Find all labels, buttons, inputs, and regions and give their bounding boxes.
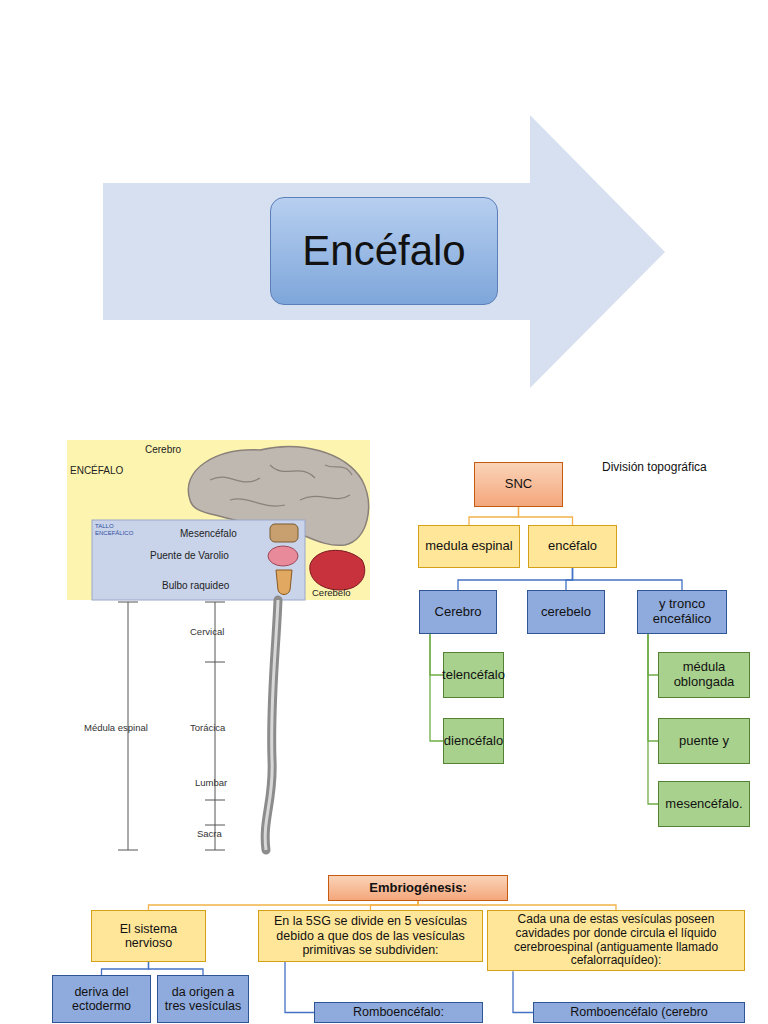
part-label: Torácica bbox=[190, 723, 225, 733]
title-box: Encéfalo bbox=[270, 197, 498, 305]
subpart-box: puente y bbox=[658, 718, 750, 764]
part-box: da origen a tres vesículas bbox=[157, 975, 249, 1023]
node-text: da origen a tres vesículas bbox=[161, 985, 245, 1014]
node-text: Romboencéfalo: bbox=[353, 1005, 444, 1019]
connector-line bbox=[566, 568, 573, 590]
branch-box: En la 5SG se divide en 5 vesículas debid… bbox=[258, 910, 483, 962]
branch-box: Cada una de estas vesículas poseen cavid… bbox=[487, 910, 745, 971]
part-label: Lumbar bbox=[195, 778, 227, 788]
node-text: cerebelo bbox=[541, 605, 591, 620]
node-text: puente y bbox=[679, 734, 729, 749]
root-box: SNC bbox=[474, 462, 563, 507]
node-text: encéfalo bbox=[548, 539, 597, 554]
part-box: y tronco encefálico bbox=[637, 590, 727, 634]
cerebellum-drawing bbox=[310, 550, 365, 590]
part-box: deriva del ectodermo bbox=[52, 975, 151, 1023]
connector-line bbox=[648, 634, 658, 804]
connector-line bbox=[573, 568, 683, 590]
subpart-box: mesencéfalo. bbox=[658, 781, 750, 827]
node-text: Embriogénesis: bbox=[369, 881, 467, 896]
node-text: y tronco encefálico bbox=[641, 597, 723, 627]
spinal-cord-highlight bbox=[265, 600, 278, 850]
node-text: telencéfalo bbox=[442, 668, 505, 683]
connector-line bbox=[149, 962, 204, 975]
node-text: diencéfalo bbox=[444, 734, 503, 749]
brainstem-panel bbox=[92, 520, 305, 600]
connector-line bbox=[418, 901, 616, 910]
medulla-icon bbox=[276, 570, 292, 595]
connector-line bbox=[149, 901, 419, 910]
node-text: El sistema nervioso bbox=[95, 922, 202, 951]
connector-line bbox=[285, 962, 314, 1013]
background-arrow bbox=[103, 115, 665, 388]
part-box: Cerebro bbox=[419, 590, 497, 634]
node-text: Encéfalo bbox=[302, 227, 465, 275]
part-label: Cerebelo bbox=[312, 588, 351, 598]
connector-line bbox=[430, 634, 443, 741]
branch-box: medula espinal bbox=[418, 525, 520, 568]
branch-box: encéfalo bbox=[528, 525, 617, 568]
illustration-panel bbox=[67, 440, 370, 600]
node-text: deriva del ectodermo bbox=[56, 985, 147, 1014]
mesencephalon-icon bbox=[270, 524, 298, 542]
branch-box: El sistema nervioso bbox=[91, 910, 206, 962]
part-box: cerebelo bbox=[527, 590, 605, 634]
part-label: División topográfica bbox=[602, 461, 707, 474]
pons-icon bbox=[268, 546, 298, 566]
node-text: médula oblongada bbox=[662, 660, 746, 690]
part-label: Bulbo raquideo bbox=[162, 580, 229, 591]
part-label: Sacra bbox=[197, 829, 222, 839]
root-box: Embriogénesis: bbox=[328, 875, 508, 901]
node-text: Cada una de estas vesículas poseen cavid… bbox=[491, 913, 741, 968]
brain-gyri bbox=[210, 465, 352, 506]
subpart-box: diencéfalo bbox=[443, 718, 504, 764]
connector-line bbox=[648, 634, 658, 741]
connector-line bbox=[102, 962, 149, 975]
node-text: Cerebro bbox=[435, 605, 482, 620]
subpart-box: telencéfalo bbox=[443, 652, 504, 698]
spinal-cord bbox=[265, 600, 278, 850]
part-label: TALLO ENCEFÁLICO bbox=[95, 523, 135, 536]
node-text: En la 5SG se divide en 5 vesículas debid… bbox=[262, 914, 479, 957]
subpart-box: médula oblongada bbox=[658, 652, 750, 698]
connector-line bbox=[513, 971, 533, 1012]
connector-line bbox=[648, 634, 658, 675]
node-text: medula espinal bbox=[425, 539, 512, 554]
part-box: Romboencéfalo: bbox=[314, 1002, 483, 1023]
connector-line bbox=[430, 634, 443, 675]
connector-line bbox=[519, 507, 573, 525]
node-text: Romboencéfalo (cerebro bbox=[570, 1005, 708, 1019]
part-label: ENCÉFALO bbox=[70, 465, 123, 476]
part-label: Mesencéfalo bbox=[180, 528, 237, 539]
part-label: Cervical bbox=[190, 627, 224, 637]
node-text: mesencéfalo. bbox=[665, 797, 742, 812]
node-text: SNC bbox=[505, 477, 532, 492]
part-label: Cerebro bbox=[145, 444, 181, 455]
connector-line bbox=[458, 568, 573, 590]
part-label: Puente de Varolio bbox=[150, 550, 229, 561]
part-label: Médula espinal bbox=[84, 723, 148, 733]
connector-line bbox=[469, 507, 519, 525]
connector-line bbox=[371, 901, 419, 910]
part-box: Romboencéfalo (cerebro bbox=[533, 1002, 745, 1023]
